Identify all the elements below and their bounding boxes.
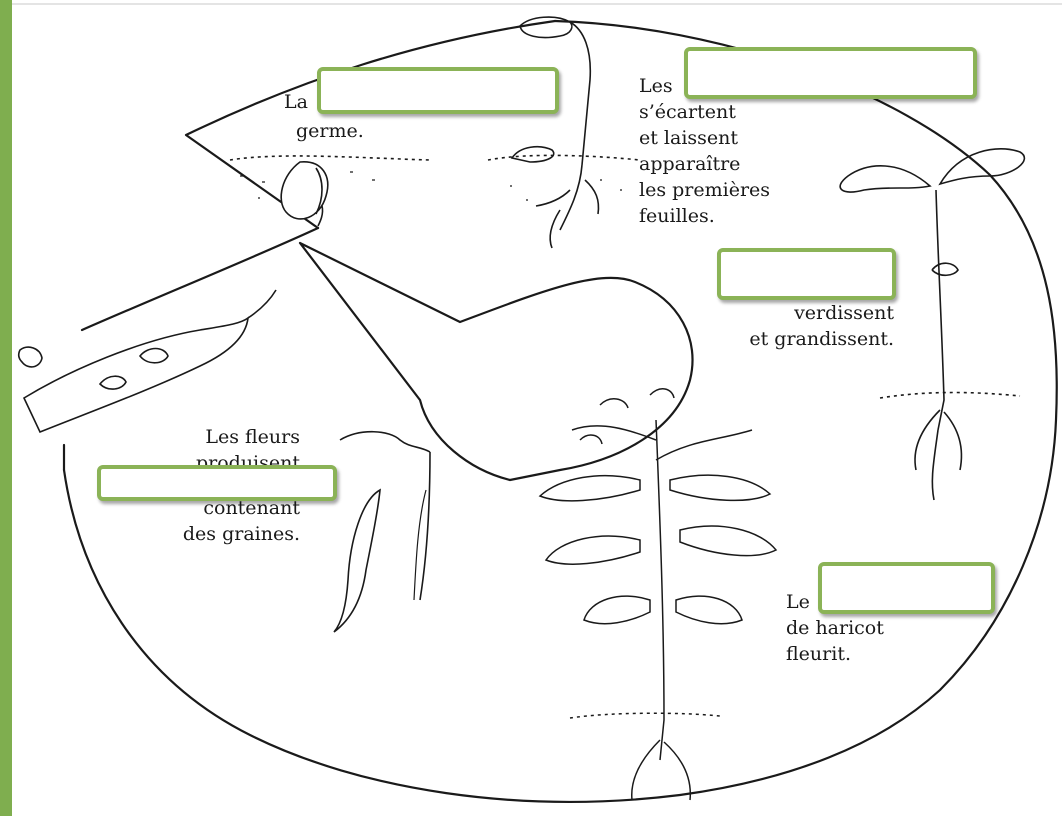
seedling-illustration [488,17,640,248]
page-frame-left [0,0,12,816]
flowering-answer-input[interactable] [818,562,995,614]
germination-text-pre: La [284,89,308,115]
leaves-line-1: verdissent [794,300,894,326]
cycle-outline [64,21,1057,802]
flowering-plant-illustration [540,389,776,800]
pods-line-3: contenant [203,495,300,521]
cotyledons-text-pre: Les [639,73,673,99]
cotyledons-answer-input[interactable] [684,47,977,99]
leaves-answer-input[interactable] [717,248,896,300]
cotyledons-line-2: et laissent [639,125,738,151]
germination-answer-input[interactable] [317,67,559,114]
flowering-line-2: fleurit. [786,641,851,667]
pods-line-4: des graines. [183,521,300,547]
flowering-text-pre: Le [786,589,810,615]
cotyledons-line-5: feuilles. [639,203,715,229]
pods-line-1: Les fleurs [205,424,300,450]
germination-text-post: germe. [296,118,364,144]
open-pod-illustration [19,290,276,432]
pods-illustration [334,432,430,632]
cotyledons-line-4: les premières [639,177,770,203]
seed-germinating-illustration [230,156,430,226]
flowering-line-1: de haricot [786,615,884,641]
leaves-line-2: et grandissent. [749,326,894,352]
cotyledons-line-3: apparaître [639,151,740,177]
cotyledons-line-1: s’écartent [639,99,736,125]
